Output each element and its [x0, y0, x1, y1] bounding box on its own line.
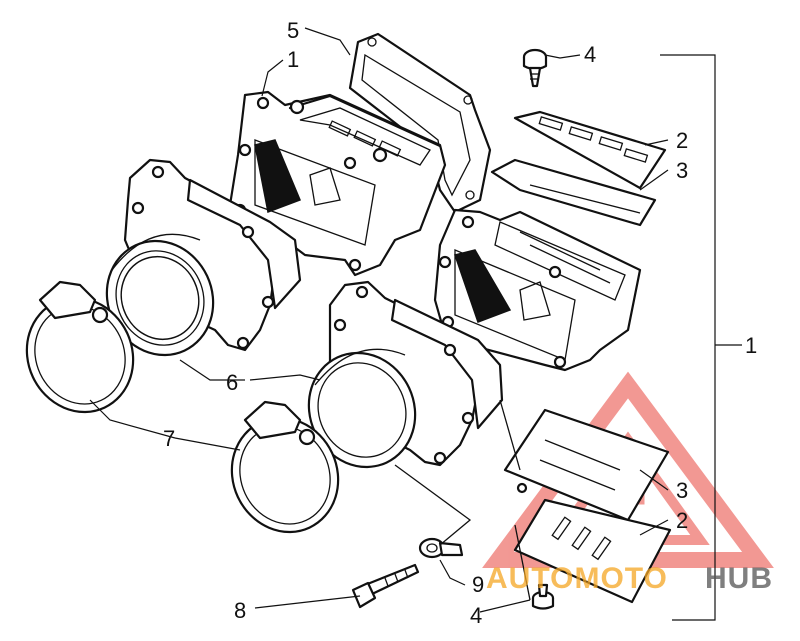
callout-2-lower: 2 — [676, 508, 688, 533]
callout-5: 5 — [287, 18, 299, 43]
reed-block-lower — [433, 208, 642, 372]
callout-4-upper: 4 — [584, 42, 596, 67]
assembly-bracket — [660, 54, 716, 621]
leader-lines — [89, 27, 669, 613]
intake-boot-right — [307, 280, 504, 469]
screw-4-lower — [531, 583, 555, 610]
reed-petal-lower — [503, 408, 670, 522]
callout-7: 7 — [163, 426, 175, 451]
watermark-hub: HUB — [705, 562, 773, 595]
reed-stop-plate-upper — [513, 110, 667, 190]
callout-8: 8 — [234, 598, 246, 623]
callout-2-upper: 2 — [676, 128, 688, 153]
clamp-left — [25, 280, 135, 414]
bolt-8 — [351, 563, 420, 609]
reed-petal-upper — [490, 158, 657, 227]
callout-3-lower: 3 — [676, 478, 688, 503]
intake-boot-left — [105, 158, 302, 357]
washer-9 — [418, 537, 464, 559]
watermark-auto: AUTOMOTO — [486, 562, 668, 595]
callout-1-right: 1 — [745, 333, 757, 358]
callout-9: 9 — [472, 572, 484, 597]
reed-stop-plate-lower — [513, 498, 672, 604]
callout-3-upper: 3 — [676, 158, 688, 183]
callout-1-upper: 1 — [287, 47, 299, 72]
callout-4-lower: 4 — [470, 603, 482, 628]
clamp-right — [230, 400, 340, 534]
reed-block-upper — [228, 90, 447, 277]
screw-4-upper — [522, 48, 548, 88]
callout-6: 6 — [226, 370, 238, 395]
watermark-text: AUTOMOTO HUB — [486, 562, 773, 595]
